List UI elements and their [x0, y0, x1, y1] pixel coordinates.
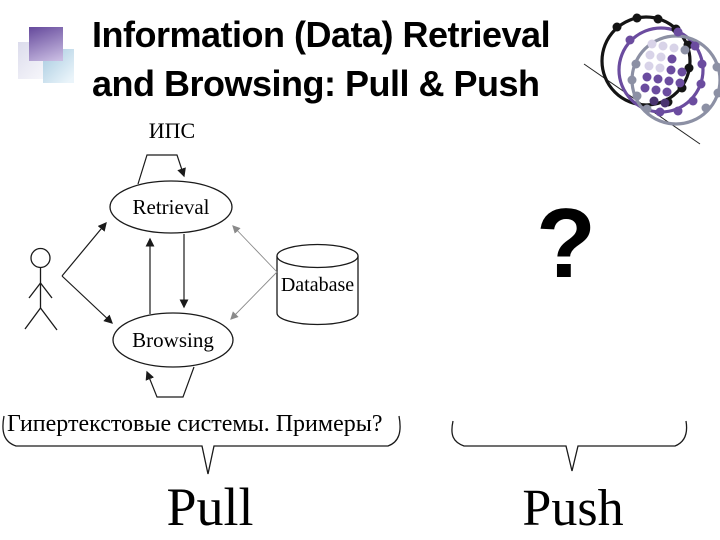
browsing-node: [112, 312, 234, 368]
pull-brace: [2, 415, 401, 475]
org-circles-logo-icon: [583, 13, 720, 145]
group-braces: [2, 415, 688, 475]
retrieval-browsing-arrows: [145, 234, 189, 314]
user-stick-figure-icon: [24, 247, 58, 331]
query-funnel-bottom: [145, 366, 195, 398]
ips-label: ИПС: [148, 118, 196, 143]
user-arrows: [61, 221, 113, 324]
push-label: Push: [522, 480, 624, 537]
slide-title-line2: and Browsing: Pull & Push: [92, 63, 540, 104]
browsing-node-label: Browsing: [132, 328, 214, 352]
retrieval-node-label: Retrieval: [133, 195, 210, 219]
slide-title-line1: Information (Data) Retrieval: [92, 14, 551, 55]
slide-title: Information (Data) Retrieval and Browsin…: [92, 10, 632, 108]
retrieval-browsing-diagram: Retrieval Browsing Database: [24, 154, 359, 398]
slide-squares-logo-icon: [17, 26, 79, 86]
query-funnel-top: [137, 154, 186, 185]
hypertext-note: Гипертекстовые системы. Примеры?: [7, 411, 383, 437]
retrieval-node: [109, 180, 233, 234]
database-cylinder-icon: [276, 243, 359, 326]
pull-label: Pull: [166, 477, 254, 537]
database-label: Database: [281, 274, 354, 296]
database-connectors: [230, 225, 278, 320]
logo-square-purple: [29, 27, 63, 61]
push-brace: [451, 420, 688, 472]
question-mark: ?: [536, 188, 596, 298]
